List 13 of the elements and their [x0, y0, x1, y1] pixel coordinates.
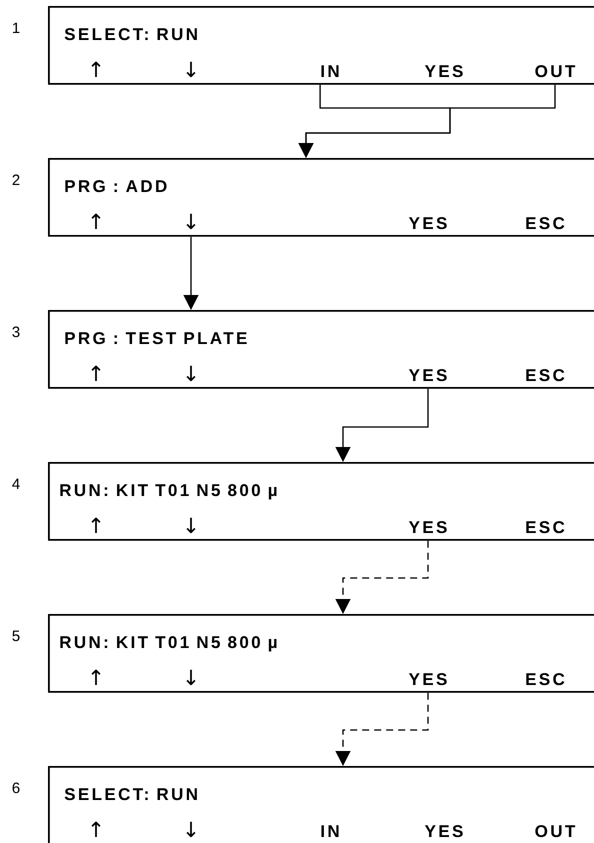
display-screen: SELECT: RUN ↑ ↓ IN YES OUT	[48, 766, 594, 843]
softkey-label: YES	[408, 673, 447, 686]
step-number: 4	[12, 478, 20, 489]
step-number: 5	[12, 630, 20, 642]
step-number: 2	[12, 174, 20, 185]
step-number: 6	[12, 782, 20, 794]
step-number: 3	[12, 326, 20, 338]
softkey-label: YES	[408, 521, 447, 534]
softkey-label: OUT	[535, 65, 576, 78]
softkey-label: IN	[321, 65, 339, 77]
softkey-label: ↓	[186, 214, 196, 230]
step-number: 1	[12, 22, 20, 33]
softkey-label: YES	[408, 369, 447, 382]
